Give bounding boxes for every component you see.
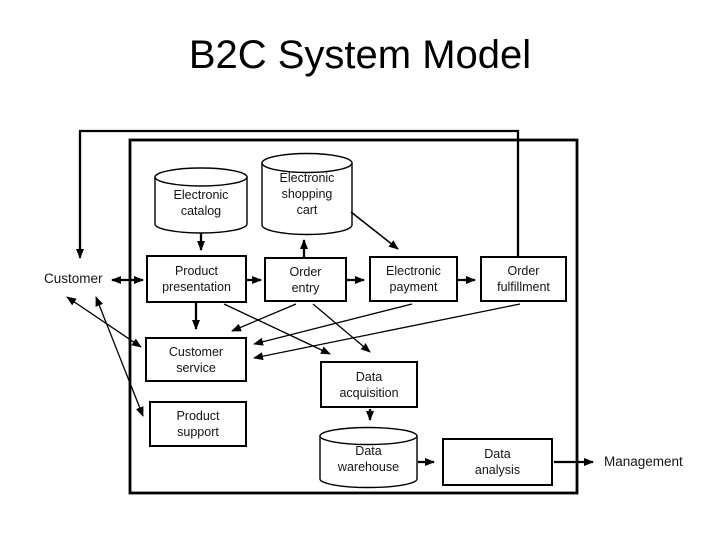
node-product-support: Product support [149,401,247,447]
diagram-title: B2C System Model [188,33,532,77]
node-product-presentation: Product presentation [146,255,247,303]
node-data-analysis: Data analysis [442,438,553,486]
node-data-acquisition: Data acquisition [320,361,418,408]
node-electronic-catalog: Electronic catalog [173,188,229,218]
edge-payment-to-service [253,303,413,346]
edge-customer-support-double [95,296,144,417]
node-customer-service: Customer service [145,337,247,382]
edge-fulfillment-to-service [253,303,521,361]
electronic-shopping-cart-cylinder [261,152,353,236]
node-electronic-payment: Electronic payment [369,256,458,302]
data-warehouse-cylinder [319,426,418,489]
edge-orderentry-to-service [231,303,297,332]
electronic-catalog-cylinder [154,167,248,234]
node-electronic-shopping-cart: Electronic shopping cart [279,171,335,217]
edge-cart-to-payment [350,211,399,250]
edge-fulfillment-to-customer [76,129,520,259]
node-data-warehouse: Data warehouse [337,444,400,474]
actor-management: Management [604,454,683,469]
actor-customer: Customer [44,271,103,286]
node-order-entry: Order entry [264,257,347,302]
node-order-fulfillment: Order fulfillment [480,256,567,302]
edge-orderentry-to-acquisition [312,303,371,353]
